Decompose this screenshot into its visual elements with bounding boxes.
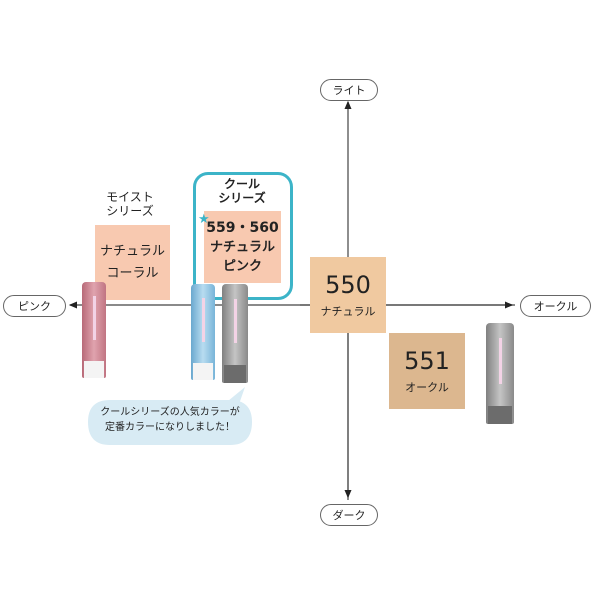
axis-label-ochre: オークル xyxy=(520,295,591,317)
cool-shade-number: 559・560 xyxy=(206,219,279,236)
blue-tube-image xyxy=(191,284,215,380)
bubble-line-1: クールシリーズの人気カラーが xyxy=(100,407,240,418)
axis-label-dark: ダーク xyxy=(320,504,378,526)
speech-bubble xyxy=(88,387,252,445)
moist-series-label: モイスト シリーズ xyxy=(106,190,154,218)
axis-label-light: ライト xyxy=(320,79,378,101)
cool-shade-name: ナチュラル ピンク xyxy=(209,239,275,274)
gray-tube-image xyxy=(222,284,248,383)
shade-551-number: 551 xyxy=(404,347,450,375)
pink-tube-image xyxy=(82,282,106,378)
shade-550-name: ナチュラル xyxy=(320,305,376,318)
ochre-tube-image xyxy=(486,323,514,424)
bubble-line-2: 定番カラーになりしました！ xyxy=(105,422,235,433)
cool-series-label: クール シリーズ xyxy=(218,177,266,205)
shade-550-number: 550 xyxy=(325,271,371,299)
shade-natural-coral: ナチュラル コーラル xyxy=(95,225,170,300)
axis-label-pink: ピンク xyxy=(3,295,66,317)
star-icon: ★ xyxy=(198,212,210,227)
shade-551-name: オークル xyxy=(405,381,449,394)
